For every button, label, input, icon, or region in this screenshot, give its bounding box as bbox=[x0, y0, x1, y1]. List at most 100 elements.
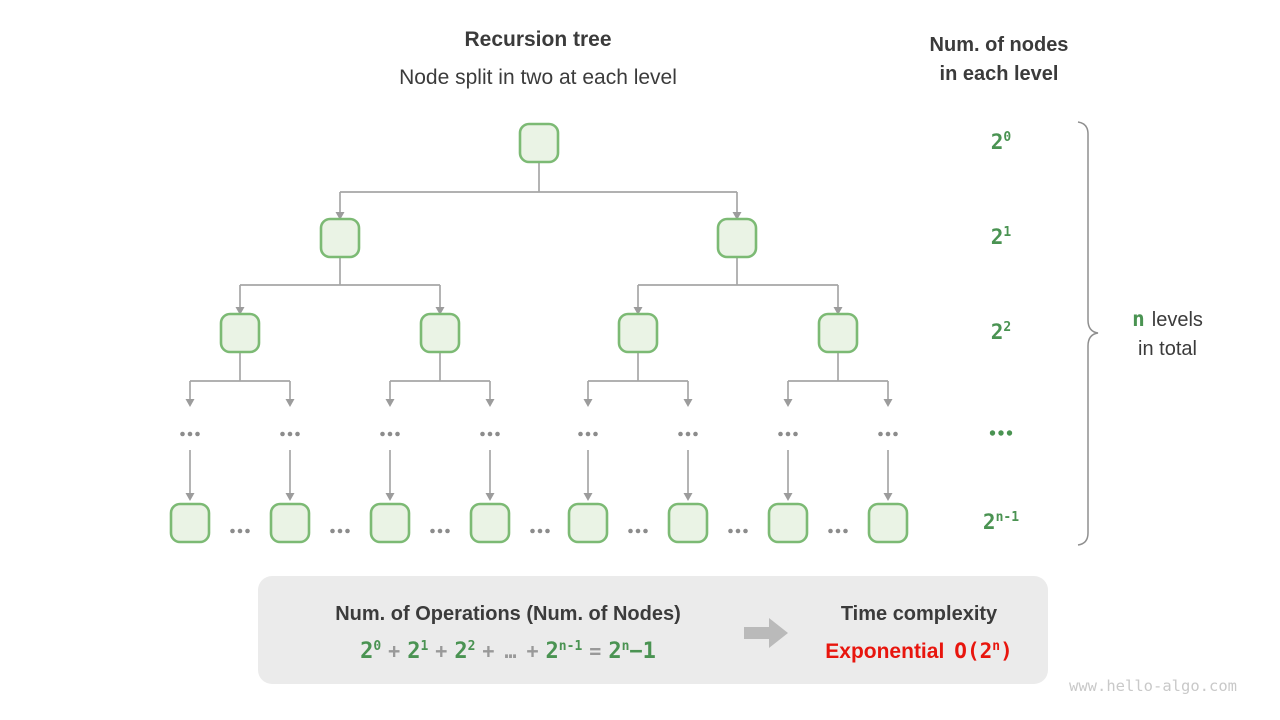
level-ellipsis bbox=[487, 431, 493, 437]
complexity-name: Exponential bbox=[825, 640, 945, 663]
formula-term: 2n-1 bbox=[545, 639, 583, 664]
bottom-row-ellipsis bbox=[230, 528, 235, 534]
leaf-node bbox=[269, 502, 311, 544]
level-ellipsis bbox=[793, 431, 798, 437]
figure-title: Recursion tree bbox=[464, 28, 612, 51]
arrowhead bbox=[235, 307, 245, 315]
arrowhead bbox=[185, 399, 195, 407]
summary-box: Num. of Operations (Num. of Nodes) 20+21… bbox=[258, 576, 1048, 684]
bottom-row-ellipsis bbox=[337, 528, 343, 534]
arrowhead bbox=[385, 399, 395, 407]
level1-node bbox=[319, 217, 361, 259]
formula-operator: + bbox=[526, 639, 539, 663]
level2-node bbox=[617, 312, 659, 354]
leaf-node bbox=[767, 502, 809, 544]
arrowhead bbox=[583, 399, 593, 407]
leaf-node bbox=[867, 502, 909, 544]
arrowhead bbox=[385, 493, 395, 501]
level-count-label: 22 bbox=[990, 320, 1012, 344]
level-ellipsis bbox=[495, 431, 500, 437]
arrowhead bbox=[285, 399, 295, 407]
bottom-row-ellipsis bbox=[828, 528, 833, 534]
leaf-node bbox=[567, 502, 609, 544]
level2-node bbox=[817, 312, 859, 354]
bottom-row-ellipsis bbox=[330, 528, 335, 534]
arrowhead bbox=[633, 307, 643, 315]
level1-node bbox=[716, 217, 758, 259]
level-ellipsis bbox=[785, 431, 791, 437]
bottom-row-ellipsis bbox=[743, 528, 748, 534]
arrowhead bbox=[335, 212, 345, 220]
level-ellipsis bbox=[778, 431, 783, 437]
levels-text: levels bbox=[1151, 309, 1203, 331]
level-ellipsis bbox=[578, 431, 583, 437]
formula-term: 21 bbox=[407, 639, 429, 664]
big-o-notation: O(2n) bbox=[954, 639, 1013, 663]
leaf-node bbox=[169, 502, 211, 544]
level-ellipsis bbox=[295, 431, 300, 437]
formula-term: 2n−1 bbox=[608, 639, 656, 664]
bottom-row-ellipsis bbox=[245, 528, 250, 534]
bottom-row-ellipsis bbox=[530, 528, 535, 534]
levels-brace bbox=[1077, 121, 1099, 546]
level-ellipsis bbox=[287, 431, 293, 437]
arrowhead bbox=[683, 493, 693, 501]
level-ellipsis bbox=[678, 431, 683, 437]
formula-term: 22 bbox=[454, 639, 476, 664]
arrowhead bbox=[285, 493, 295, 501]
level2-node bbox=[219, 312, 261, 354]
bottom-row-ellipsis bbox=[735, 528, 741, 534]
level-ellipsis bbox=[685, 431, 691, 437]
level-count-label: 20 bbox=[990, 130, 1012, 154]
arrowhead bbox=[583, 493, 593, 501]
arrowhead bbox=[883, 493, 893, 501]
level-ellipsis bbox=[380, 431, 385, 437]
formula-operator: + bbox=[388, 639, 401, 663]
arrowhead bbox=[485, 399, 495, 407]
watermark: www.hello-algo.com bbox=[1069, 677, 1237, 695]
bottom-row-ellipsis bbox=[728, 528, 733, 534]
figure-subtitle: Node split in two at each level bbox=[399, 66, 677, 89]
leaf-node bbox=[369, 502, 411, 544]
bottom-row-ellipsis bbox=[835, 528, 841, 534]
level-count-label: 21 bbox=[990, 225, 1012, 249]
level-ellipsis bbox=[885, 431, 891, 437]
level-count-label: 2n-1 bbox=[982, 510, 1020, 534]
in-total-text: in total bbox=[1138, 338, 1197, 360]
arrowhead bbox=[783, 493, 793, 501]
arrowhead bbox=[883, 399, 893, 407]
level-ellipsis bbox=[480, 431, 485, 437]
level-ellipsis bbox=[585, 431, 591, 437]
right-column-header: Num. of nodes in each level bbox=[899, 31, 1099, 89]
bottom-row-ellipsis bbox=[643, 528, 648, 534]
arrowhead bbox=[683, 399, 693, 407]
level-ellipsis bbox=[180, 431, 185, 437]
bottom-row-ellipsis bbox=[537, 528, 543, 534]
right-header-line1: Num. of nodes bbox=[929, 34, 1069, 56]
arrowhead bbox=[833, 307, 843, 315]
bottom-row-ellipsis bbox=[345, 528, 350, 534]
formula-operator: + bbox=[435, 639, 448, 663]
bottom-row-ellipsis bbox=[635, 528, 641, 534]
complexity-value: Exponential O(2n) bbox=[779, 637, 1059, 669]
green-ellipsis-label bbox=[1006, 430, 1013, 436]
operations-title: Num. of Operations (Num. of Nodes) bbox=[335, 603, 681, 625]
green-ellipsis-label bbox=[989, 430, 996, 436]
n-highlight: n bbox=[1132, 307, 1145, 331]
formula-operator: = bbox=[589, 639, 602, 663]
level-ellipsis bbox=[387, 431, 393, 437]
time-complexity-title: Time complexity bbox=[840, 603, 998, 625]
arrowhead bbox=[185, 493, 195, 501]
operations-formula: 20+21+22+…+2n-1=2n−1 bbox=[268, 636, 748, 670]
level-ellipsis bbox=[280, 431, 285, 437]
level2-node bbox=[419, 312, 461, 354]
level-ellipsis bbox=[693, 431, 698, 437]
level-ellipsis bbox=[893, 431, 898, 437]
formula-operator: … bbox=[504, 639, 517, 663]
bottom-row-ellipsis bbox=[237, 528, 243, 534]
bottom-row-ellipsis bbox=[445, 528, 450, 534]
bottom-row-ellipsis bbox=[843, 528, 848, 534]
